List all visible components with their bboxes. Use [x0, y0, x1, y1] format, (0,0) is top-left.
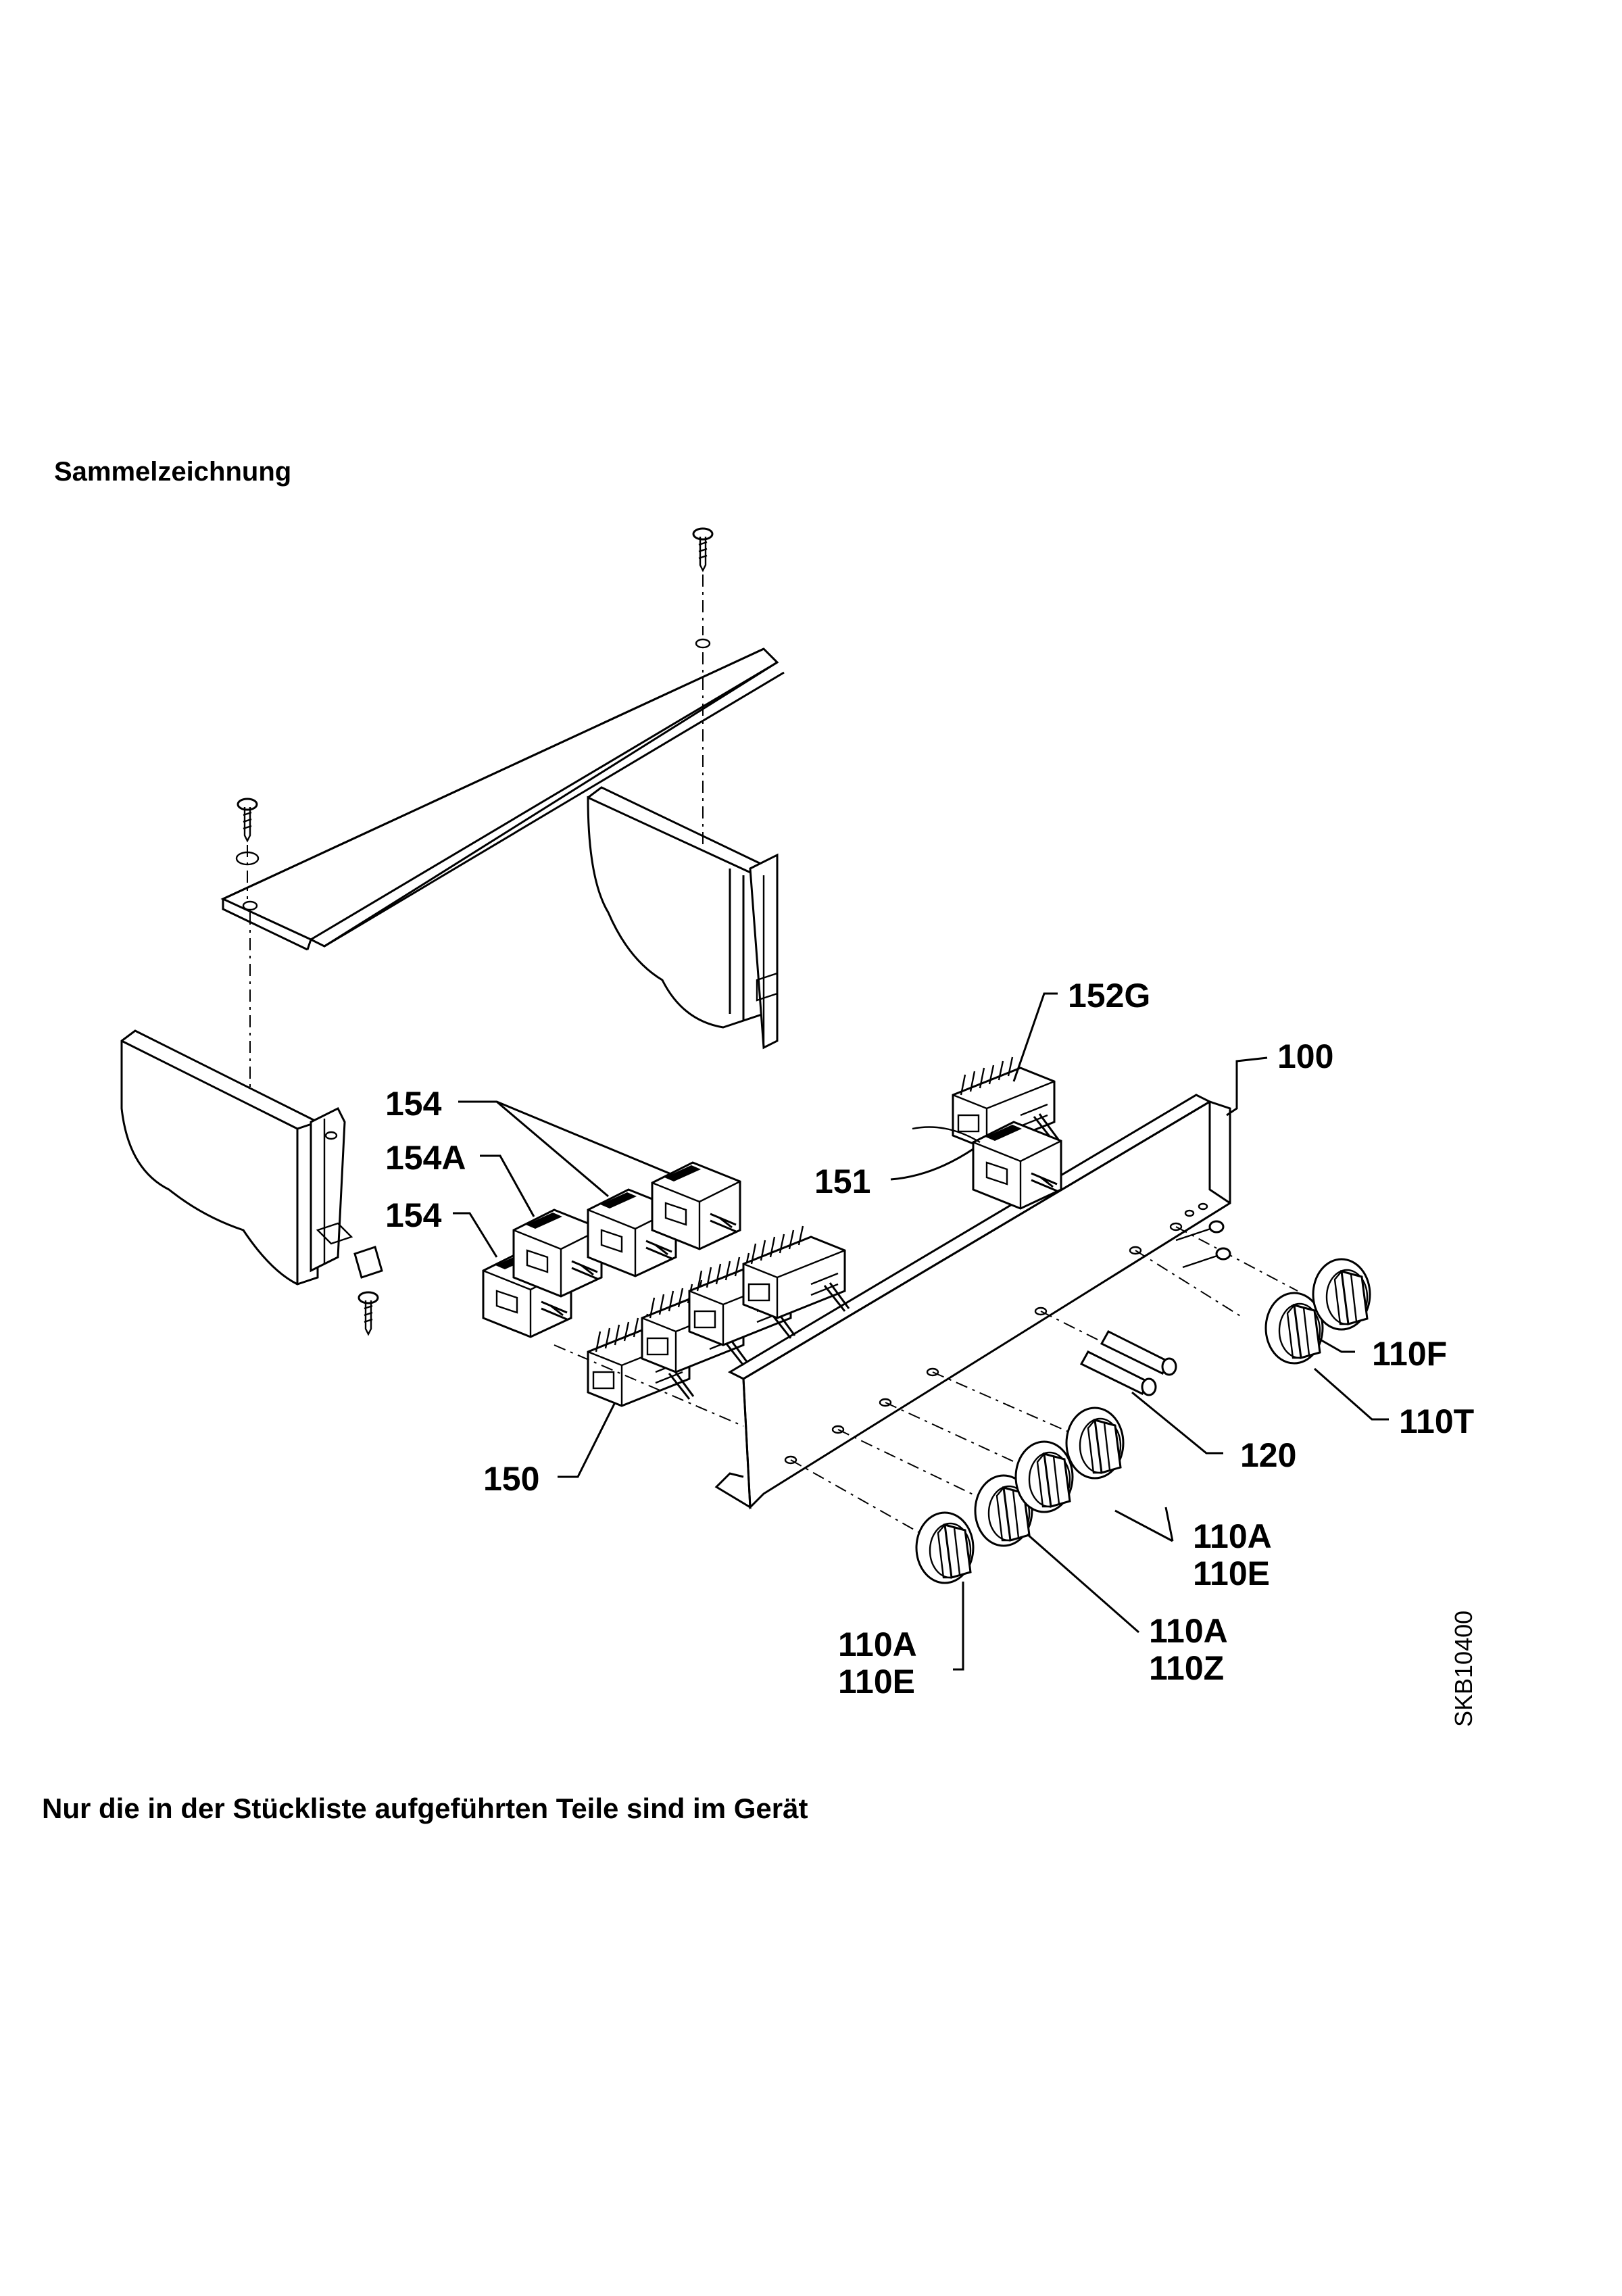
- screw-left-bottom: [358, 1291, 379, 1336]
- screw-top-left: [237, 798, 258, 842]
- assembly-center-lines: [247, 575, 704, 1108]
- label-100: 100: [1277, 1037, 1333, 1075]
- knob-110A-110E-front: [915, 1511, 975, 1584]
- label-154A: 154A: [385, 1139, 466, 1177]
- leader-lines: [453, 992, 1389, 1671]
- small-screw-a: [1208, 1220, 1225, 1234]
- clip: [353, 1246, 383, 1279]
- label-154-top: 154: [385, 1085, 442, 1123]
- page-title: Sammelzeichnung: [54, 457, 292, 487]
- label-154-bottom: 154: [385, 1196, 442, 1234]
- knob-110A-110E-mid: [1014, 1440, 1074, 1513]
- switch-150-d: [742, 1225, 850, 1319]
- label-150: 150: [483, 1460, 539, 1498]
- label-110E-group3: 110E: [838, 1663, 915, 1701]
- small-screw-b: [1215, 1247, 1231, 1261]
- label-110T: 110T: [1399, 1402, 1474, 1440]
- label-110A-group1: 110A: [1193, 1517, 1272, 1555]
- top-rail-bracket: [220, 638, 785, 951]
- label-110F: 110F: [1372, 1335, 1447, 1373]
- lamp-holders-120: [1079, 1330, 1177, 1396]
- regulator-154-top: [651, 1161, 741, 1250]
- right-side-panel: [587, 786, 779, 1050]
- regulator-151: [972, 1121, 1062, 1210]
- knob-110A-110E-back: [1065, 1407, 1125, 1480]
- knob-110F: [1312, 1258, 1371, 1331]
- left-side-panel: [120, 1029, 353, 1286]
- footer-note: Nur die in der Stückliste aufgeführten T…: [42, 1792, 808, 1824]
- label-110A-group2: 110A: [1149, 1612, 1228, 1650]
- label-120: 120: [1240, 1436, 1296, 1474]
- label-152G: 152G: [1068, 977, 1150, 1015]
- label-151: 151: [814, 1163, 870, 1200]
- label-110Z-group2: 110Z: [1149, 1649, 1224, 1687]
- screw-top-right: [692, 527, 714, 572]
- cable: [912, 1126, 981, 1144]
- drawing-code: SKB10400: [1450, 1611, 1477, 1727]
- label-110A-group3: 110A: [838, 1626, 917, 1663]
- label-110E-group1: 110E: [1193, 1555, 1270, 1592]
